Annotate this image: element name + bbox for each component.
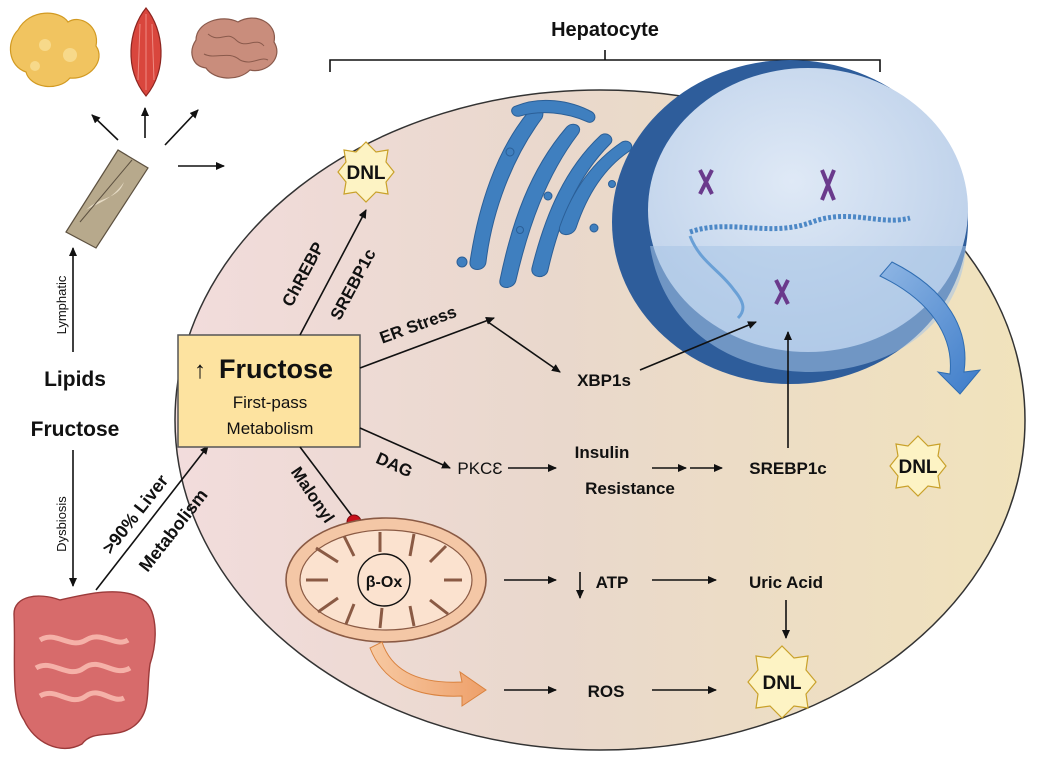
xbp1s-label: XBP1s — [577, 371, 631, 390]
insulin-label: Insulin — [575, 443, 630, 462]
adipose-tissue-image — [9, 12, 100, 88]
dysbiosis-label: Dysbiosis — [54, 496, 69, 552]
intestine-image — [13, 591, 156, 750]
lipids-label: Lipids — [44, 368, 106, 391]
fructose-box-title: Fructose — [219, 354, 333, 384]
fructose-left-label: Fructose — [31, 418, 120, 441]
nucleus-image — [612, 60, 968, 384]
muscle-image — [130, 7, 162, 97]
atp-label: ATP — [596, 573, 629, 592]
lymphatic-vessel-image — [65, 149, 149, 249]
pkce-label: PKCƐ — [457, 459, 502, 478]
hepatocyte-bracket — [329, 50, 881, 72]
fructose-box-up-arrow: ↑ — [194, 357, 206, 384]
fructose-box — [177, 334, 361, 448]
dnl-badge-top: DNL — [337, 141, 395, 203]
hepatocyte-title: Hepatocyte — [551, 19, 659, 41]
ros-label: ROS — [588, 682, 625, 701]
beta-ox-label: β-Ox — [366, 574, 403, 591]
fructose-box-line2: Metabolism — [227, 419, 314, 438]
fructose-box-line1: First-pass — [233, 393, 308, 412]
lymphatic-label: Lymphatic — [54, 275, 69, 334]
resistance-label: Resistance — [585, 479, 675, 498]
svg-text:DNL: DNL — [346, 163, 385, 184]
srebp1c-label: SREBP1c — [749, 459, 826, 478]
uric-acid-label: Uric Acid — [749, 573, 823, 592]
ros-release-arrow — [369, 641, 487, 707]
export-arrow — [879, 261, 982, 395]
svg-text:DNL: DNL — [898, 457, 937, 478]
dnl-badge-bottom: DNL — [747, 645, 817, 719]
endoplasmic-reticulum-image — [456, 99, 633, 288]
mitochondrion-image — [285, 517, 487, 643]
svg-text:DNL: DNL — [762, 673, 801, 694]
brain-image — [191, 17, 278, 79]
dnl-badge-right: DNL — [889, 435, 947, 497]
